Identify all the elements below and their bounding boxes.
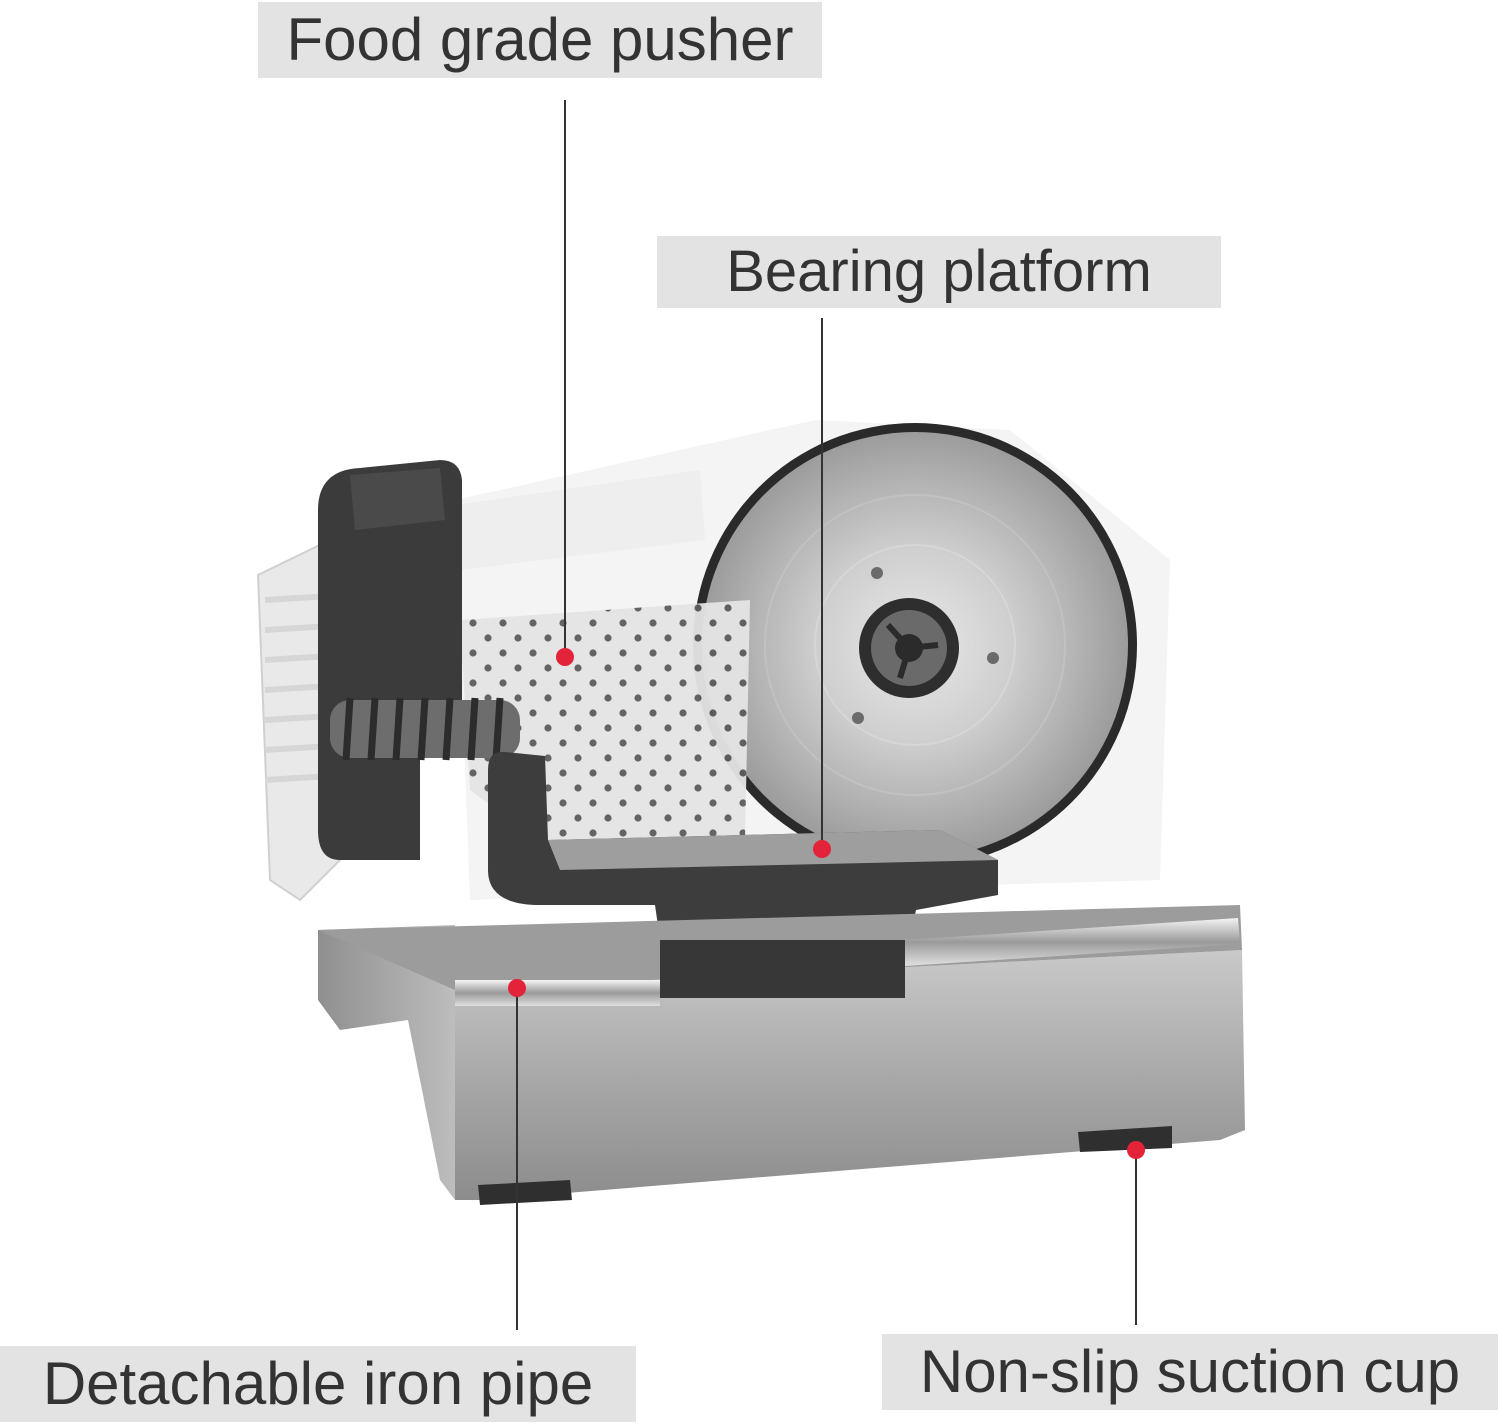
marker-platform — [813, 840, 831, 858]
slicer-base — [318, 905, 1245, 1205]
carriage — [488, 751, 998, 940]
suction-cup — [1078, 1126, 1172, 1152]
spring-hinge — [330, 697, 520, 761]
callout-bearing-platform: Bearing platform — [657, 236, 1221, 308]
callout-markers — [508, 648, 1145, 1159]
iron-pipe-left — [455, 980, 660, 1006]
callout-non-slip-suction-cup: Non-slip suction cup — [882, 1334, 1498, 1410]
circular-blade — [693, 423, 1137, 867]
marker-pusher — [556, 648, 574, 666]
iron-pipe-right — [905, 918, 1240, 966]
marker-pipe — [508, 979, 526, 997]
callout-food-grade-pusher: Food grade pusher — [258, 2, 822, 78]
callout-lines — [516, 100, 1137, 1330]
pusher-arm — [318, 460, 462, 860]
callout-detachable-iron-pipe: Detachable iron pipe — [0, 1346, 636, 1422]
marker-cup — [1127, 1141, 1145, 1159]
